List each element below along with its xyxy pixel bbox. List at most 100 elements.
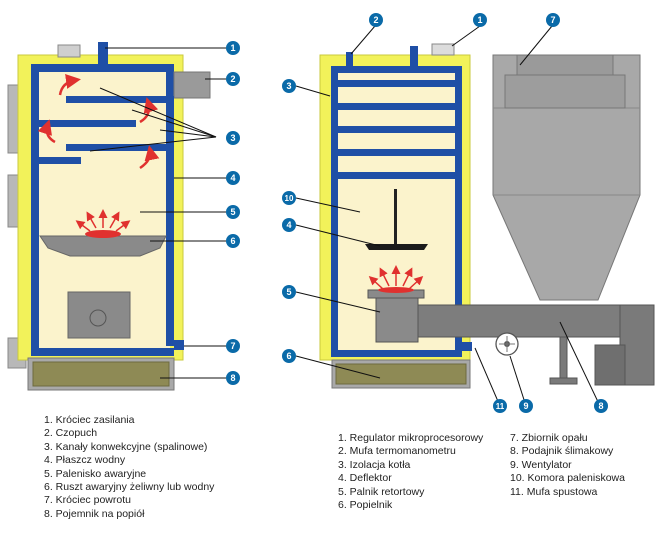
right-legend-item: 5. Palnik retortowy bbox=[338, 485, 425, 498]
right-burner-fire bbox=[378, 287, 414, 293]
right-callout-lines bbox=[295, 25, 601, 407]
left-legend-item: 7. Króciec powrotu bbox=[44, 494, 131, 507]
left-legend-item: 3. Kanały konwekcyjne (spalinowe) bbox=[44, 440, 208, 453]
right-callout-1: 1 bbox=[473, 13, 487, 27]
left-supply-stub bbox=[98, 42, 108, 66]
right-water-jacket-top bbox=[331, 66, 462, 73]
svg-text:1: 1 bbox=[230, 43, 235, 53]
right-burner-body bbox=[375, 297, 419, 343]
left-boiler bbox=[7, 42, 211, 391]
svg-text:10: 10 bbox=[285, 194, 294, 203]
right-legend-item: 1. Regulator mikroprocesorowy bbox=[338, 432, 484, 444]
left-callout-8: 8 bbox=[226, 371, 240, 385]
fuel-system bbox=[417, 54, 655, 386]
right-legend-col1: 1. Regulator mikroprocesorowy 2. Mufa te… bbox=[338, 432, 483, 512]
left-legend-item: 5. Palenisko awaryjne bbox=[44, 467, 147, 480]
right-legend-col2: 7. Zbiornik opału 8. Podajnik ślimakowy … bbox=[510, 432, 625, 499]
left-callout-3: 3 bbox=[226, 131, 240, 145]
left-water-jacket-right bbox=[166, 64, 174, 346]
left-gas-arrow-1 bbox=[58, 73, 81, 96]
svg-text:6: 6 bbox=[286, 351, 291, 361]
left-legend-item: 4. Płaszcz wodny bbox=[44, 454, 126, 467]
left-callout-4: 4 bbox=[226, 171, 240, 185]
right-water-jacket-right bbox=[455, 66, 462, 356]
svg-text:3: 3 bbox=[286, 81, 291, 91]
left-flue bbox=[173, 71, 211, 99]
right-callout-2: 2 bbox=[369, 13, 383, 27]
left-ash-tray-inner bbox=[32, 361, 170, 387]
right-deflector bbox=[365, 244, 428, 250]
svg-text:8: 8 bbox=[230, 373, 235, 383]
right-deflector-rod bbox=[394, 189, 397, 245]
right-regulator bbox=[431, 43, 455, 56]
svg-text:4: 4 bbox=[230, 173, 235, 183]
left-callout-6: 6 bbox=[226, 234, 240, 248]
svg-text:7: 7 bbox=[550, 15, 555, 25]
right-drain-stub bbox=[462, 342, 472, 351]
right-thermomanometer-socket bbox=[346, 52, 353, 68]
left-top-plate bbox=[57, 44, 81, 58]
right-callout-6: 6 bbox=[282, 349, 296, 363]
right-callout-4: 4 bbox=[282, 218, 296, 232]
right-callout-10: 10 bbox=[282, 191, 296, 205]
right-legend-item: 11. Mufa spustowa bbox=[510, 485, 598, 498]
right-callout-7: 7 bbox=[546, 13, 560, 27]
right-legend-item: 7. Zbiornik opału bbox=[510, 432, 588, 444]
right-legend-item: 6. Popielnik bbox=[338, 499, 393, 512]
fuel-hopper-lid bbox=[516, 54, 614, 76]
svg-text:11: 11 bbox=[496, 402, 505, 411]
svg-text:2: 2 bbox=[373, 15, 378, 25]
left-callout-2: 2 bbox=[226, 72, 240, 86]
right-heat-exchanger bbox=[338, 80, 455, 179]
left-ash-door-handle bbox=[89, 309, 107, 327]
left-return-stub bbox=[174, 340, 184, 350]
svg-text:5: 5 bbox=[230, 207, 235, 217]
left-flame-arrows bbox=[75, 209, 131, 232]
left-callout-lines bbox=[89, 47, 226, 379]
svg-text:6: 6 bbox=[230, 236, 235, 246]
right-water-jacket-bottom bbox=[331, 350, 462, 357]
left-legend-item: 1. Króciec zasilania bbox=[44, 414, 135, 426]
svg-text:4: 4 bbox=[286, 220, 291, 230]
left-grate bbox=[39, 235, 167, 257]
left-legend-item: 2. Czopuch bbox=[44, 427, 98, 440]
feeder-gearbox bbox=[594, 344, 626, 386]
feeder-leg bbox=[559, 336, 568, 382]
right-callout-5: 5 bbox=[282, 285, 296, 299]
svg-text:3: 3 bbox=[230, 133, 235, 143]
left-gas-arrow-3 bbox=[37, 119, 56, 144]
left-legend-item: 6. Ruszt awaryjny żeliwny lub wodny bbox=[44, 481, 215, 494]
right-legend-item: 10. Komora paleniskowa bbox=[510, 472, 625, 485]
left-callout-5: 5 bbox=[226, 205, 240, 219]
right-legend-item: 8. Podajnik ślimakowy bbox=[510, 445, 614, 458]
right-callout-9: 9 bbox=[519, 399, 533, 413]
left-convection-baffle-2 bbox=[31, 120, 136, 127]
left-legend-item: 8. Pojemnik na popiół bbox=[44, 507, 145, 520]
right-flame-arrows bbox=[368, 265, 424, 290]
left-convection-baffle-1 bbox=[66, 96, 174, 103]
left-legend: 1. Króciec zasilania 2. Czopuch 3. Kanał… bbox=[44, 414, 214, 521]
right-top-stub bbox=[410, 46, 418, 68]
left-gas-arrow-2 bbox=[139, 97, 159, 124]
right-legend-item: 4. Deflektor bbox=[338, 472, 392, 485]
left-water-jacket-top bbox=[31, 64, 174, 72]
right-callout-8: 8 bbox=[594, 399, 608, 413]
right-callout-11: 11 bbox=[493, 399, 507, 413]
left-water-jacket-left bbox=[31, 64, 39, 356]
right-callout-3: 3 bbox=[282, 79, 296, 93]
right-legend-item: 2. Mufa termomanometru bbox=[338, 445, 456, 458]
right-legend-item: 3. Izolacja kotła bbox=[338, 458, 411, 471]
fan bbox=[495, 332, 519, 356]
feeder-foot bbox=[549, 377, 578, 385]
right-legend-item: 9. Wentylator bbox=[510, 458, 572, 471]
right-ash-pan-inner bbox=[335, 363, 467, 385]
svg-text:7: 7 bbox=[230, 341, 235, 351]
svg-text:8: 8 bbox=[598, 401, 603, 411]
svg-text:5: 5 bbox=[286, 287, 291, 297]
left-callout-7: 7 bbox=[226, 339, 240, 353]
svg-text:2: 2 bbox=[230, 74, 235, 84]
right-water-jacket-left bbox=[331, 66, 338, 356]
left-fire bbox=[85, 230, 121, 238]
screw-feeder bbox=[417, 304, 631, 338]
